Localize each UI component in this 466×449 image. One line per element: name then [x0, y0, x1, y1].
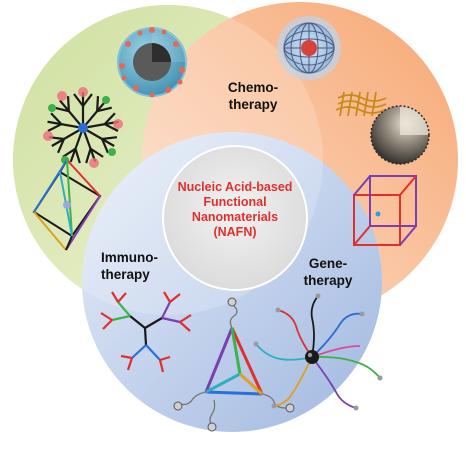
nafn-center-circle	[162, 145, 308, 291]
chemotherapy-label-line2: therapy	[228, 97, 278, 112]
mesoporous-nanosphere-icon	[117, 27, 187, 98]
dna-bundle-icon	[335, 91, 387, 117]
dna-tetrahedron-icon	[173, 297, 295, 432]
branched-dna-icon	[100, 291, 192, 373]
center-line-4: (NAFN)	[213, 225, 257, 239]
genetherapy-label: Gene- therapy	[298, 255, 358, 289]
nafn-center-label: Nucleic Acid-based Functional Nanomateri…	[155, 180, 315, 240]
chemotherapy-label: Chemo- therapy	[216, 79, 290, 113]
dna-dendrimer-icon	[43, 87, 123, 168]
center-line-1: Nucleic Acid-based	[177, 180, 293, 194]
dna-octahedron-icon	[32, 159, 102, 251]
dark-nanoparticle-icon	[370, 105, 430, 165]
genetherapy-label-line2: therapy	[303, 273, 353, 288]
chemotherapy-label-line1: Chemo-	[227, 80, 279, 95]
spherical-nucleic-acid-icon	[253, 293, 383, 411]
center-line-3: Nanomaterials	[191, 210, 279, 224]
dna-prism-icon	[353, 175, 417, 246]
genetherapy-label-line1: Gene-	[308, 256, 348, 271]
immunotherapy-label: Immuno- therapy	[101, 249, 158, 283]
center-line-2: Functional	[203, 195, 267, 209]
dna-cage-nanosphere-icon	[277, 16, 341, 80]
immunotherapy-label-line2: therapy	[101, 267, 150, 282]
immunotherapy-label-line1: Immuno-	[101, 250, 158, 265]
